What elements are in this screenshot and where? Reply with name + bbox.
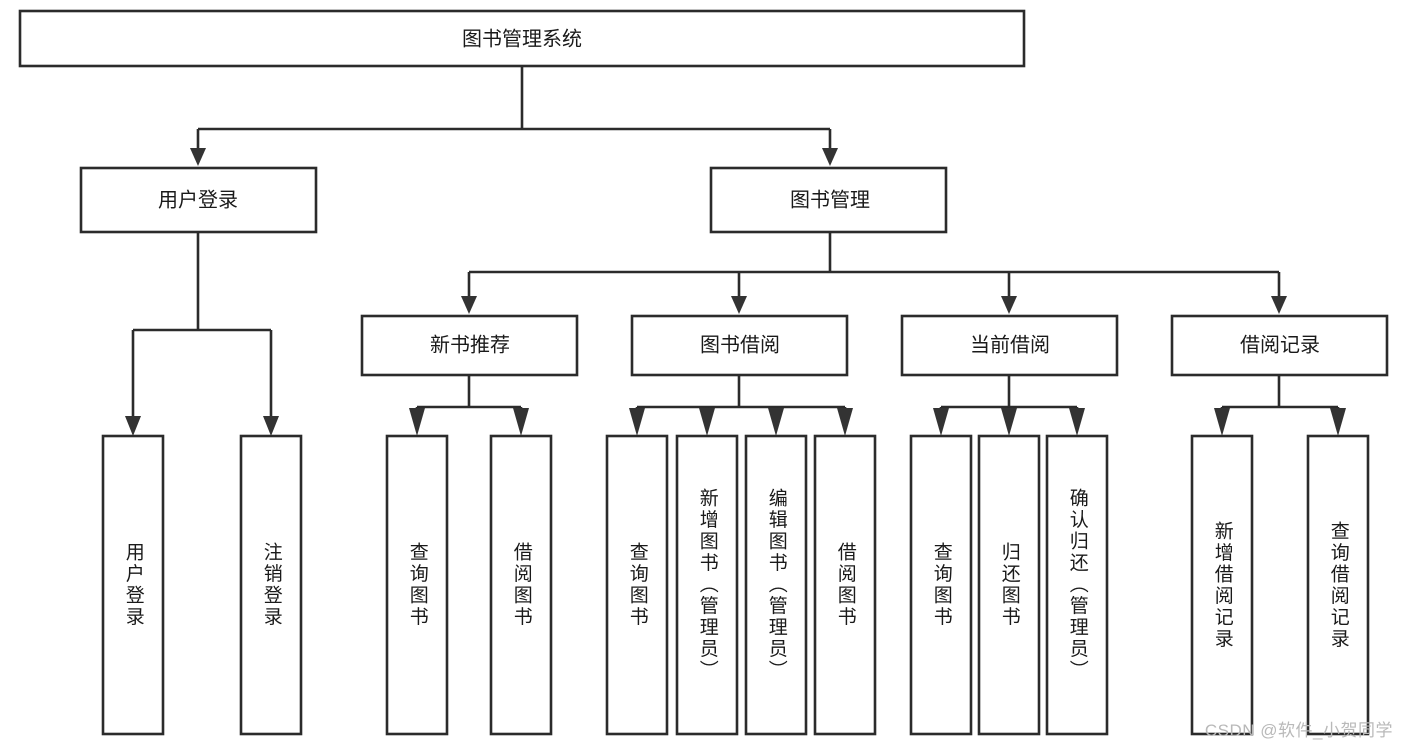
arrowhead-book-mgmt	[822, 148, 838, 166]
book-borrow-node-box[interactable]	[630, 314, 849, 377]
arrowhead-current-borrow	[1001, 296, 1017, 314]
leaf-box-nb-borrow-books[interactable]	[489, 434, 553, 736]
leaf-box-cb-query-books[interactable]	[909, 434, 973, 736]
arrowhead-bb-leaf4	[837, 408, 853, 436]
connector-group-current-borrow-to-leaves	[933, 375, 1085, 436]
leaf-boxes-user-login	[101, 434, 303, 736]
leaf-box-nb-query-books[interactable]	[385, 434, 449, 736]
arrowhead-bb-leaf1	[629, 408, 645, 436]
arrowhead-br-leaf1	[1214, 408, 1230, 436]
leaf-boxes-book-borrow	[605, 434, 877, 736]
book-management-node-box[interactable]	[709, 166, 948, 234]
connector-group-new-book-to-leaves	[409, 375, 529, 436]
arrowhead-cb-leaf1	[933, 408, 949, 436]
book-borrow-node-label: 图书借阅	[700, 333, 780, 356]
connector-group-book-borrow-to-leaves	[629, 375, 853, 436]
leaf-box-cb-confirm-return-admin[interactable]	[1045, 434, 1109, 736]
connector-group-borrow-record-to-leaves	[1214, 375, 1346, 436]
node-current-borrow[interactable]: 当前借阅	[900, 314, 1119, 377]
arrowhead-bb-leaf2	[699, 408, 715, 436]
borrow-record-node-label: 借阅记录	[1240, 333, 1320, 356]
arrowhead-br-leaf2	[1330, 408, 1346, 436]
node-book-borrow[interactable]: 图书借阅	[630, 314, 849, 377]
arrowhead-cb-leaf3	[1069, 408, 1085, 436]
root-node-box[interactable]	[18, 9, 1026, 68]
arrowhead-leaf-logout	[263, 416, 279, 436]
connector-group-user-login-to-leaves	[125, 232, 279, 436]
leaf-box-logout[interactable]	[239, 434, 303, 736]
leaf-box-bb-edit-book-admin[interactable]	[744, 434, 808, 736]
leaf-box-user-login[interactable]	[101, 434, 165, 736]
leaf-box-bb-borrow-books[interactable]	[813, 434, 877, 736]
arrowhead-bb-leaf3	[768, 408, 784, 436]
node-user-login[interactable]: 用户登录	[79, 166, 318, 234]
arrowhead-new-book-recommend	[461, 296, 477, 314]
node-new-book-recommend[interactable]: 新书推荐	[360, 314, 579, 377]
arrowhead-nb-leaf2	[513, 408, 529, 436]
arrowhead-leaf-user-login	[125, 416, 141, 436]
leaf-box-br-add-record[interactable]	[1190, 434, 1254, 736]
connector-group-book-mgmt-to-level3	[461, 232, 1287, 314]
new-book-recommend-node-label: 新书推荐	[430, 333, 510, 356]
leaf-box-bb-query-books[interactable]	[605, 434, 669, 736]
leaf-box-cb-return-books[interactable]	[977, 434, 1041, 736]
arrowhead-borrow-record	[1271, 296, 1287, 314]
arrowhead-user-login	[190, 148, 206, 166]
leaf-boxes-new-book-recommend	[385, 434, 553, 736]
book-management-node-label: 图书管理	[790, 188, 870, 211]
node-borrow-record[interactable]: 借阅记录	[1170, 314, 1389, 377]
user-login-node-box[interactable]	[79, 166, 318, 234]
new-book-recommend-node-box[interactable]	[360, 314, 579, 377]
arrowhead-book-borrow	[731, 296, 747, 314]
connector-group-root-to-level2	[190, 66, 838, 166]
current-borrow-node-box[interactable]	[900, 314, 1119, 377]
current-borrow-node-label: 当前借阅	[970, 333, 1050, 356]
borrow-record-node-box[interactable]	[1170, 314, 1389, 377]
node-book-management[interactable]: 图书管理	[709, 166, 948, 234]
root-node-label: 图书管理系统	[462, 27, 582, 50]
user-login-node-label: 用户登录	[158, 188, 238, 211]
leaf-box-br-query-record[interactable]	[1306, 434, 1370, 736]
leaf-boxes-borrow-record	[1190, 434, 1370, 736]
arrowhead-cb-leaf2	[1001, 408, 1017, 436]
arrowhead-nb-leaf1	[409, 408, 425, 436]
node-root-book-management-system[interactable]: 图书管理系统	[18, 9, 1026, 68]
leaf-box-bb-add-book-admin[interactable]	[675, 434, 739, 736]
csdn-watermark: CSDN @软件_小贺同学	[1204, 721, 1393, 740]
leaf-boxes-current-borrow	[909, 434, 1109, 736]
